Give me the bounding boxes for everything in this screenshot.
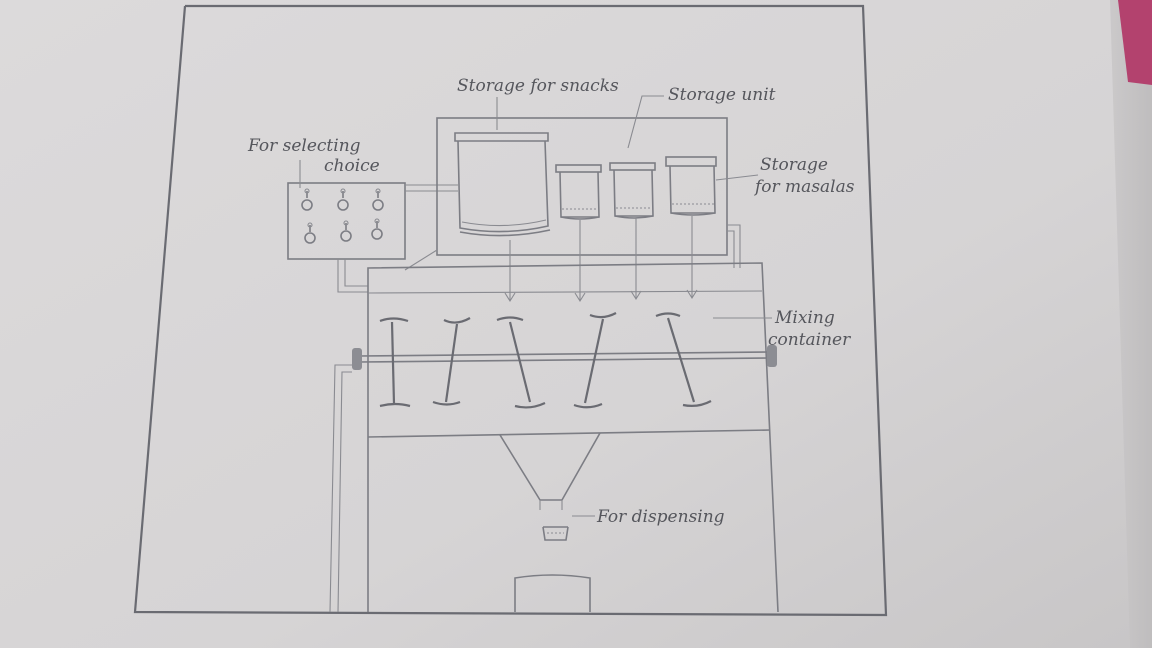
label-storage-unit: Storage unit bbox=[668, 85, 776, 105]
label-masalas-line1: Storage bbox=[760, 155, 828, 175]
label-mixing-line1: Mixing bbox=[774, 308, 835, 328]
shaft-left-bearing bbox=[352, 348, 362, 370]
label-selecting-line1: For selecting bbox=[247, 136, 361, 156]
label-selecting-line2: choice bbox=[324, 156, 380, 176]
label-storage-snacks: Storage for snacks bbox=[457, 76, 619, 96]
label-mixing-line2: container bbox=[768, 330, 851, 350]
label-dispensing: For dispensing bbox=[596, 507, 725, 527]
label-masalas-line2: for masalas bbox=[753, 177, 855, 197]
